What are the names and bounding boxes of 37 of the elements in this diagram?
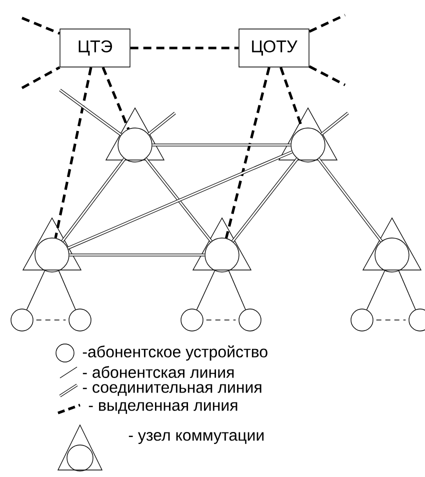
subscriber-device [238, 308, 262, 332]
dedicated-line [224, 67, 270, 238]
subscriber-line [196, 270, 216, 310]
trunk-line [59, 88, 122, 136]
dedicated-line [22, 16, 60, 35]
dedicated-line [54, 67, 92, 238]
trunk-line [144, 158, 212, 242]
trunk-line [61, 158, 126, 242]
station-box: ЦОТУ [238, 28, 310, 68]
trunk-line [232, 158, 298, 242]
dedicated-line [102, 66, 130, 130]
dedicated-line [21, 66, 60, 90]
legend-text: - абонентская линия [82, 366, 234, 378]
subscriber-device [68, 308, 92, 332]
legend-text: - узел коммутации [128, 432, 264, 444]
legend-text: - выделенная линия [88, 402, 238, 414]
trunk-line [320, 112, 349, 136]
legend-text: -абонентское устройство [82, 345, 268, 361]
subscriber-line [58, 270, 76, 310]
trunk-line [67, 150, 293, 250]
dedicated-line [308, 65, 346, 86]
dedicated-line [130, 46, 239, 50]
trunk-line [69, 254, 205, 256]
subscriber-device [10, 308, 34, 332]
station-box: ЦТЭ [60, 28, 130, 68]
subscriber-device [180, 308, 204, 332]
dedicated-line [308, 14, 346, 33]
subscriber-line [26, 270, 46, 310]
trunk-line [152, 144, 291, 146]
legend-text: - соединительная линия [82, 384, 262, 396]
subscriber-line [398, 270, 416, 310]
subscriber-line [228, 270, 246, 310]
trunk-line [148, 112, 176, 136]
trunk-line [317, 158, 383, 242]
subscriber-device [350, 308, 374, 332]
subscriber-line [366, 270, 386, 310]
subscriber-device [408, 308, 425, 332]
